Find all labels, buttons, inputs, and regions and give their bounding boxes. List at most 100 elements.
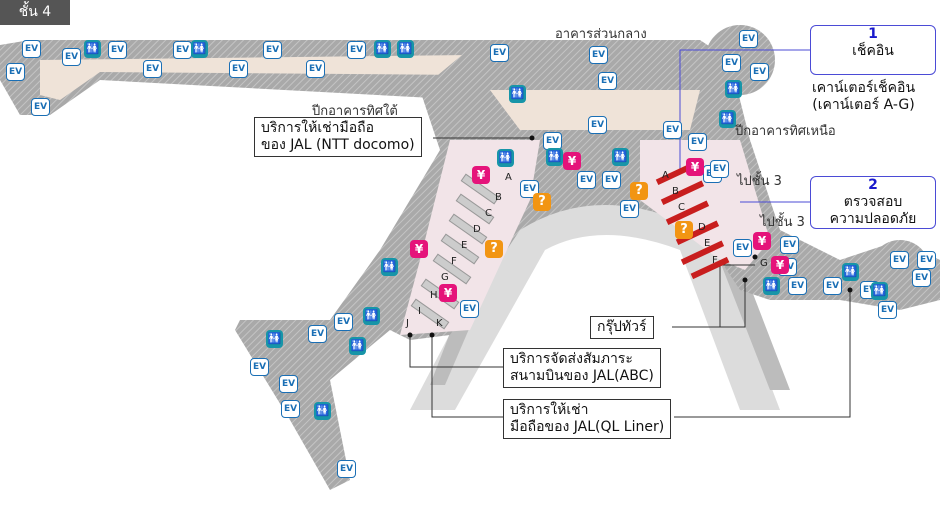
counter-label: A [662, 170, 669, 181]
callout-abc: บริการจัดส่งสัมภาระ สนามบินของ JAL(ABC) [503, 348, 661, 388]
elevator-icon: EV [281, 400, 300, 418]
elevator-icon: EV [620, 200, 639, 218]
elevator-icon: EV [739, 30, 758, 48]
restroom-icon: 🚻 [546, 148, 563, 166]
elevator-icon: EV [6, 63, 25, 81]
callout-text: เคาน์เตอร์เช็คอิน [812, 80, 916, 96]
callout-lines [409, 137, 851, 418]
elevator-icon: EV [663, 121, 682, 139]
restroom-icon: 🚻 [719, 110, 736, 128]
elevator-icon: EV [890, 251, 909, 269]
information-icon: ? [675, 221, 693, 239]
restroom-icon: 🚻 [363, 307, 380, 325]
counter-label: F [451, 256, 457, 267]
counter-label: A [505, 172, 512, 183]
elevator-icon: EV [710, 160, 729, 178]
counter-label: G [441, 272, 449, 283]
restroom-icon: 🚻 [191, 40, 208, 58]
restroom-icon: 🚻 [842, 263, 859, 281]
restroom-icon: 🚻 [84, 40, 101, 58]
restroom-icon: 🚻 [497, 149, 514, 167]
elevator-icon: EV [917, 251, 936, 269]
elevator-icon: EV [722, 54, 741, 72]
checkin-counter-note: เคาน์เตอร์เช็คอิน (เคาน์เตอร์ A-G) [812, 80, 915, 114]
callout-text: (เคาน์เตอร์ A-G) [812, 97, 915, 113]
elevator-icon: EV [347, 41, 366, 59]
elevator-icon: EV [279, 375, 298, 393]
counter-label: F [712, 255, 718, 266]
restroom-icon: 🚻 [763, 277, 780, 295]
elevator-icon: EV [143, 60, 162, 78]
floor-label: ชั้น 4 [0, 0, 70, 25]
counter-label: B [672, 186, 679, 197]
callout-security: 2 ตรวจสอบ ความปลอดภัย [810, 176, 936, 229]
restroom-icon: 🚻 [381, 258, 398, 276]
counter-label: C [678, 202, 685, 213]
counter-label: J [406, 318, 409, 329]
elevator-icon: EV [878, 301, 897, 319]
elevator-icon: EV [823, 277, 842, 295]
elevator-icon: EV [780, 236, 799, 254]
counter-label: H [430, 290, 438, 301]
elevator-icon: EV [31, 98, 50, 116]
elevator-icon: EV [229, 60, 248, 78]
callout-ql-liner: บริการให้เช่า มือถือของ JAL(QL Liner) [503, 399, 672, 439]
elevator-icon: EV [263, 41, 282, 59]
elevator-icon: EV [250, 358, 269, 376]
currency-exchange-icon: ¥ [771, 256, 789, 274]
counter-label: D [473, 224, 481, 235]
elevator-icon: EV [602, 171, 621, 189]
restroom-icon: 🚻 [871, 282, 888, 300]
currency-exchange-icon: ¥ [410, 240, 428, 258]
counter-label: E [461, 240, 468, 251]
restroom-icon: 🚻 [314, 402, 331, 420]
elevator-icon: EV [173, 41, 192, 59]
north-wing-label: ปีกอาคารทิศเหนือ [735, 124, 836, 139]
information-icon: ? [630, 182, 648, 200]
callout-group-tour: กรุ๊ปทัวร์ [590, 316, 654, 339]
elevator-icon: EV [308, 325, 327, 343]
elevator-icon: EV [62, 48, 81, 66]
elevator-icon: EV [750, 63, 769, 81]
currency-exchange-icon: ¥ [563, 152, 581, 170]
south-wing-label: ปีกอาคารทิศใต้ [312, 104, 398, 119]
central-building-label: อาคารส่วนกลาง [555, 27, 647, 42]
currency-exchange-icon: ¥ [472, 166, 490, 184]
elevator-icon: EV [334, 313, 353, 331]
counter-label: C [485, 208, 492, 219]
callout-text: บริการให้เช่ามือถือ [261, 120, 374, 136]
restroom-icon: 🚻 [349, 337, 366, 355]
elevator-icon: EV [337, 460, 356, 478]
restroom-icon: 🚻 [374, 40, 391, 58]
elevator-icon: EV [688, 133, 707, 151]
elevator-icon: EV [788, 277, 807, 295]
step-number: 2 [868, 177, 878, 193]
callout-text: ของ JAL (NTT docomo) [261, 137, 415, 153]
elevator-icon: EV [588, 116, 607, 134]
to-floor3-label: ไปชั้น 3 [737, 174, 782, 189]
elevator-icon: EV [733, 239, 752, 257]
callout-text: บริการจัดส่งสัมภาระ [510, 351, 633, 367]
callout-text: ตรวจสอบ [843, 194, 903, 210]
currency-exchange-icon: ¥ [439, 284, 457, 302]
step-number: 1 [868, 26, 878, 42]
counter-label: I [418, 306, 421, 317]
restroom-icon: 🚻 [725, 80, 742, 98]
elevator-icon: EV [490, 44, 509, 62]
information-icon: ? [485, 240, 503, 258]
callout-text: สนามบินของ JAL(ABC) [510, 368, 654, 384]
elevator-icon: EV [460, 300, 479, 318]
information-icon: ? [533, 193, 551, 211]
restroom-icon: 🚻 [612, 148, 629, 166]
callout-title: เช็คอิน [852, 43, 894, 59]
restroom-icon: 🚻 [397, 40, 414, 58]
restroom-icon: 🚻 [509, 85, 526, 103]
currency-exchange-icon: ¥ [753, 232, 771, 250]
restroom-icon: 🚻 [266, 330, 283, 348]
elevator-icon: EV [22, 40, 41, 58]
callout-docomo: บริการให้เช่ามือถือ ของ JAL (NTT docomo) [254, 117, 422, 157]
counter-label: E [704, 238, 711, 249]
callout-text: มือถือของ JAL(QL Liner) [510, 419, 665, 435]
